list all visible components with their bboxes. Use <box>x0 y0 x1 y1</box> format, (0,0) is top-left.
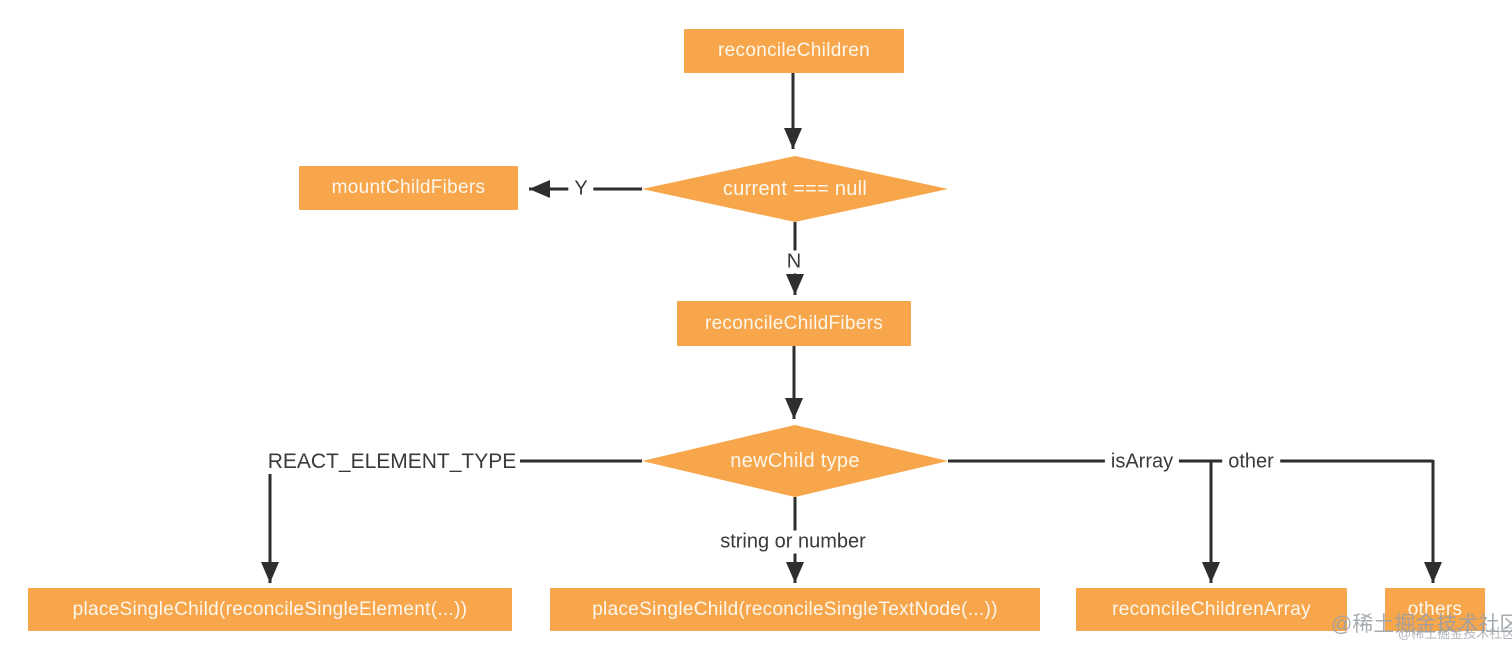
node-reconcile-children: reconcileChildren <box>684 29 904 73</box>
decision-new-child-type: newChild type <box>642 425 948 497</box>
watermark-text-small: @稀土掘金技术社区 <box>1398 626 1512 641</box>
edge-label-is-array: isArray <box>1104 450 1180 474</box>
node-place-single-child-textnode: placeSingleChild(reconcileSingleTextNode… <box>550 588 1040 631</box>
edge-label-other: other <box>1222 450 1280 474</box>
node-reconcile-child-fibers: reconcileChildFibers <box>677 301 911 346</box>
node-others: others <box>1385 588 1485 631</box>
edge-label-yes: Y <box>568 177 594 201</box>
decision-current-null-label: current === null <box>722 177 868 200</box>
node-reconcile-children-array: reconcileChildrenArray <box>1076 588 1347 631</box>
edge-label-no: N <box>780 250 808 274</box>
watermark-text: @稀土掘金技术社区 <box>1331 613 1512 636</box>
node-mount-child-fibers: mountChildFibers <box>299 166 518 210</box>
decision-new-child-type-label: newChild type <box>730 449 860 472</box>
edge-label-react-element-type: REACT_ELEMENT_TYPE <box>264 450 520 474</box>
node-place-single-child-element: placeSingleChild(reconcileSingleElement(… <box>28 588 512 631</box>
decision-current-null: current === null <box>642 156 948 222</box>
edge-label-string-or-number: string or number <box>714 530 872 554</box>
